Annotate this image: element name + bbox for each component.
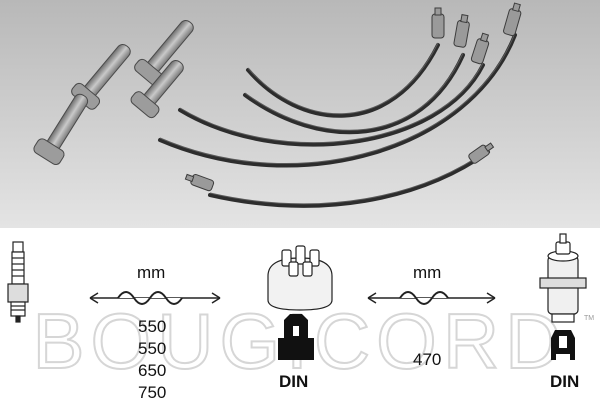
plug-boot-1: [134, 19, 194, 86]
ignition-coil-icon: [539, 233, 587, 323]
units-label-left: mm: [137, 263, 166, 282]
lead-length-1: 550: [138, 317, 167, 336]
length-arrow-left: [89, 291, 221, 305]
din-connector-left-icon: [278, 314, 314, 360]
din-label-right: DIN: [550, 372, 580, 391]
cable-set: [158, 33, 517, 208]
trademark-mark: TM: [584, 315, 594, 322]
terminal-caps: [184, 2, 522, 192]
lead-length-3: 650: [138, 361, 167, 380]
length-arrow-right: [367, 291, 496, 305]
spark-plug-icon: [7, 241, 29, 323]
distributor-cap-icon: [267, 245, 333, 311]
spec-diagram: TM: [7, 233, 594, 360]
cable-4: [158, 33, 517, 168]
plug-boot-4: [33, 93, 89, 166]
cable-1: [246, 43, 440, 118]
din-connector-right-icon: [551, 330, 575, 360]
coil-lead-length: 470: [413, 350, 442, 369]
din-label-left: DIN: [279, 372, 309, 391]
plug-boot-3: [130, 59, 184, 119]
ignition-leads-photo: [0, 0, 600, 228]
lead-length-2: 550: [138, 339, 167, 358]
lead-lengths-list: 550 550 650 750: [138, 316, 166, 404]
cable-3: [178, 63, 485, 147]
photo-background: [0, 0, 600, 228]
units-label-right: mm: [413, 263, 442, 282]
cable-5: [208, 150, 490, 208]
cable-2: [243, 53, 465, 135]
lead-length-4: 750: [138, 383, 167, 402]
